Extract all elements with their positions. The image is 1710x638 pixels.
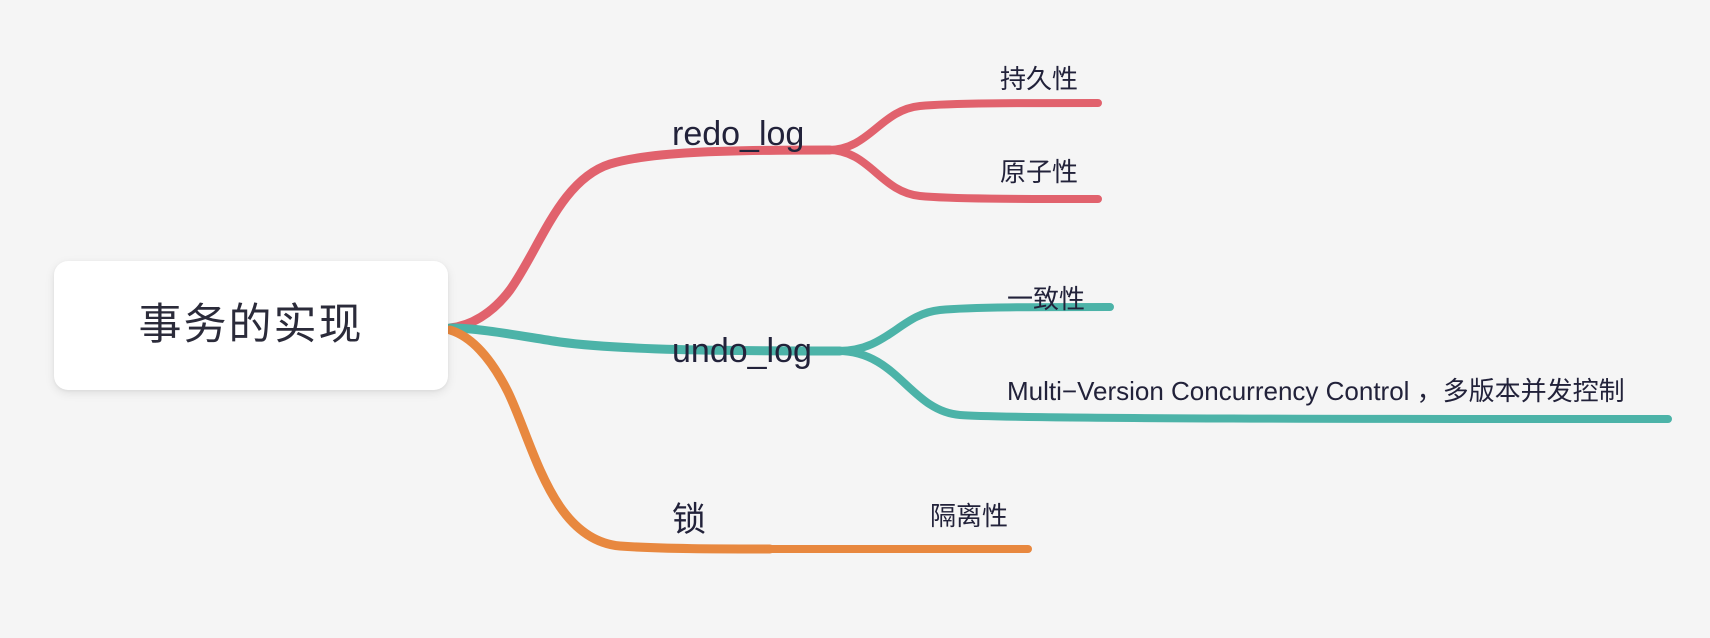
branch-line-lock xyxy=(445,325,775,554)
topic-durability[interactable]: 持久性 xyxy=(1000,64,1079,94)
branch-line-atomicity xyxy=(824,146,1102,203)
branch-line-undo-log xyxy=(445,323,845,356)
topic-undo-log[interactable]: undo_log xyxy=(672,332,812,370)
branch-line-durability xyxy=(824,99,1102,154)
topic-atomicity[interactable]: 原子性 xyxy=(1000,157,1079,187)
topic-mvcc[interactable]: Multi−Version Concurrency Control ，多版本并发… xyxy=(1007,376,1625,406)
topic-lock[interactable]: 锁 xyxy=(672,501,706,539)
branch-line-consistency xyxy=(834,303,1114,355)
topic-redo-log[interactable]: redo_log xyxy=(672,115,805,153)
topic-isolation[interactable]: 隔离性 xyxy=(930,501,1009,531)
root-node-label: 事务的实现 xyxy=(138,301,364,349)
branch-line-redo-log xyxy=(445,145,835,333)
topic-consistency[interactable]: 一致性 xyxy=(1007,284,1086,314)
branch-line-mvcc xyxy=(834,347,1672,423)
root-node[interactable]: 事务的实现 xyxy=(54,261,448,390)
